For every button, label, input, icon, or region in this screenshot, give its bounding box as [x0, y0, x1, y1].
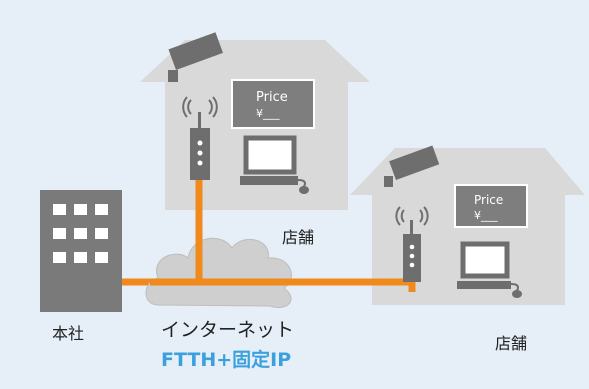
router-icon-2: [395, 206, 429, 282]
price-title-1: Price: [256, 90, 288, 105]
cloud-icon: [145, 237, 292, 308]
hq-label: 本社: [52, 324, 85, 343]
price-sign-2: [454, 184, 528, 228]
router-icon-1: [182, 96, 218, 180]
camera-icon-1: [168, 32, 223, 82]
price-title-2: Price: [474, 193, 504, 207]
shop-label-2: 店舗: [495, 334, 528, 353]
shop-label-1: 店舗: [282, 228, 315, 247]
ftth-label: FTTH+固定IP: [161, 349, 292, 371]
price-value-2: ¥___: [474, 209, 498, 222]
price-sign-1: [231, 79, 315, 129]
internet-label: インターネット: [161, 319, 295, 341]
camera-icon-2: [384, 145, 440, 187]
price-value-1: ¥___: [256, 107, 280, 120]
headquarters-building: [40, 190, 122, 312]
monitor-icon-1: [240, 135, 309, 194]
monitor-icon-2: [457, 241, 522, 298]
